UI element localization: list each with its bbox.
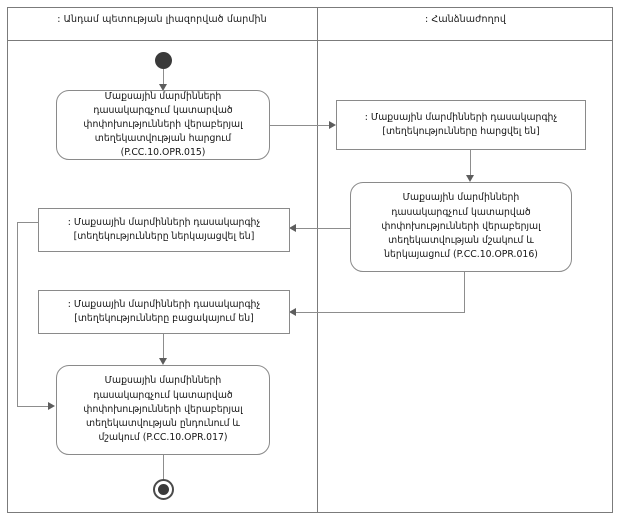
object-node-classifier-absent-label: : Մաքսային մարմինների դասակարգիչ [տեղեկո… [67, 298, 261, 324]
object-node-classifier-absent: : Մաքսային մարմինների դասակարգիչ [տեղեկո… [38, 290, 290, 334]
object-node-classifier-presented: : Մաքսային մարմինների դասակարգիչ [տեղեկո… [38, 208, 290, 252]
swimlane-title-commission: : Հանձնաժողով [425, 14, 506, 25]
action-node-receive-and-process-label: Մաքսային մարմինների դասակարգչում կատարվա… [83, 375, 243, 444]
final-node [153, 479, 174, 500]
flow-process-to-absent-object-vertical [464, 272, 465, 312]
action-node-process-and-present-label: Մաքսային մարմինների դասակարգչում կատարվա… [381, 192, 541, 261]
action-node-receive-and-process: Մաքսային մարմինների դասակարգչում կատարվա… [56, 365, 270, 455]
flow-presented-object-to-receive-vertical [17, 222, 18, 406]
object-node-classifier-requested-label: : Մաքսային մարմինների դասակարգիչ [տեղեկո… [364, 111, 558, 137]
flow-requested-object-to-process-line [470, 150, 471, 177]
flow-receive-to-end-line [163, 455, 164, 480]
action-node-information-request: Մաքսային մարմինների դասակարգչում կատարվա… [56, 90, 270, 160]
flow-start-to-request-line [163, 69, 164, 86]
flow-presented-object-to-receive-arrowhead [48, 402, 55, 410]
flow-absent-object-to-receive-line [163, 334, 164, 360]
flow-presented-object-to-receive-bottom [17, 406, 50, 407]
flow-request-to-requested-object-arrowhead [329, 121, 336, 129]
flow-process-to-presented-object-line [296, 228, 350, 229]
flow-start-to-request-arrowhead [159, 84, 167, 91]
action-node-information-request-label: Մաքսային մարմինների դասակարգչում կատարվա… [83, 90, 243, 159]
flow-process-to-absent-object-arrowhead [289, 308, 296, 316]
swimlane-title-member-state-authority: : Անդամ պետության լիազորված մարմին [57, 14, 267, 25]
object-node-classifier-presented-label: : Մաքսային մարմինների դասակարգիչ [տեղեկո… [67, 216, 261, 242]
swimlane-header-divider [7, 40, 613, 41]
action-node-process-and-present: Մաքսային մարմինների դասակարգչում կատարվա… [350, 182, 572, 272]
flow-process-to-presented-object-arrowhead [289, 224, 296, 232]
flow-requested-object-to-process-arrowhead [466, 175, 474, 182]
swimlane-vertical-divider [317, 7, 318, 513]
initial-node [155, 52, 172, 69]
flow-request-to-requested-object-line [270, 125, 329, 126]
flow-process-to-absent-object-horizontal [296, 312, 465, 313]
flow-absent-object-to-receive-arrowhead [159, 358, 167, 365]
object-node-classifier-requested: : Մաքսային մարմինների դասակարգիչ [տեղեկո… [336, 100, 586, 150]
flow-presented-object-to-receive-top [17, 222, 39, 223]
